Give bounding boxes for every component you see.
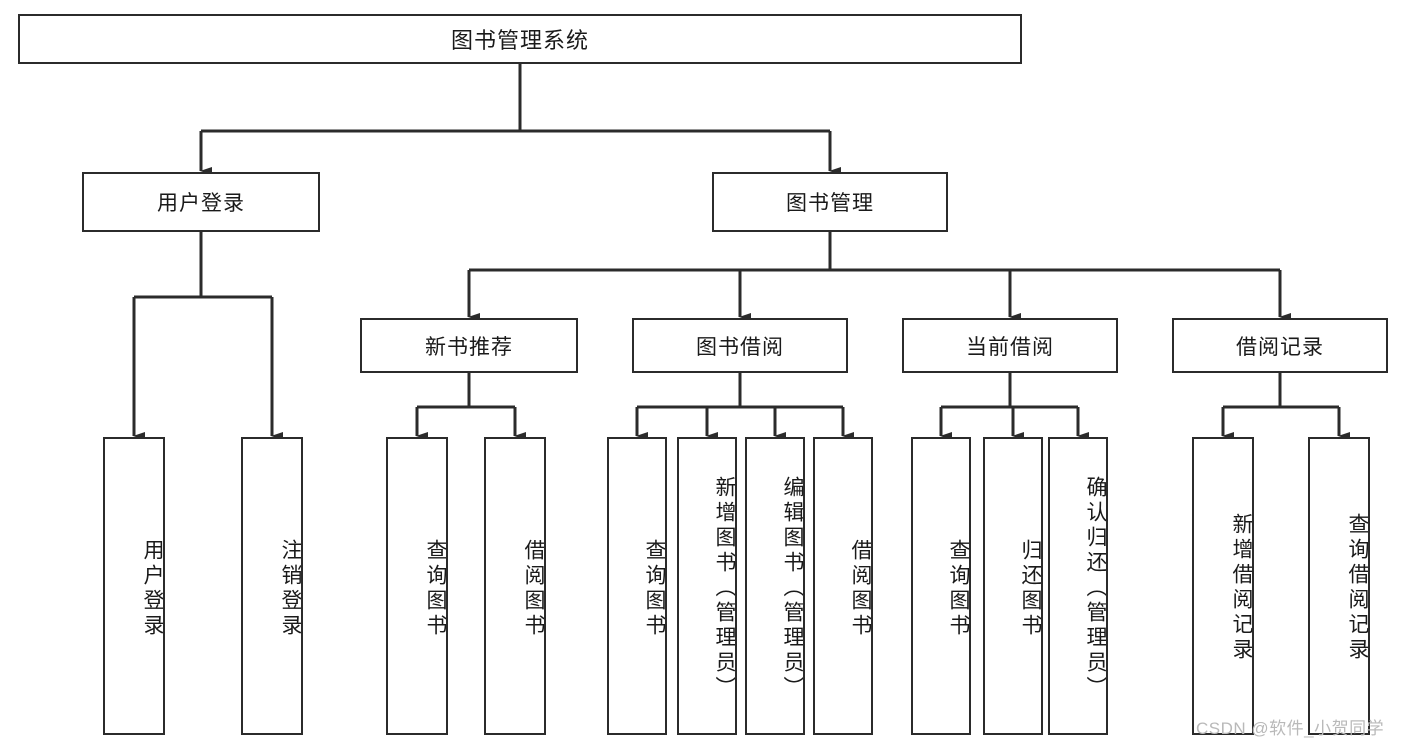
- node-leaf-cu-con: 确认归还（管理员）: [1048, 437, 1108, 735]
- node-newbook: 新书推荐: [360, 318, 578, 373]
- node-leaf-bo-add: 新增图书（管理员）: [677, 437, 737, 735]
- node-borrow: 图书借阅: [632, 318, 848, 373]
- node-bookmgmt: 图书管理: [712, 172, 948, 232]
- node-leaf-cu-ret: 归还图书: [983, 437, 1043, 735]
- node-leaf-re-q: 查询借阅记录: [1308, 437, 1370, 735]
- node-leaf-bo-bor: 借阅图书: [813, 437, 873, 735]
- node-login: 用户登录: [82, 172, 320, 232]
- node-leaf-re-add: 新增借阅记录: [1192, 437, 1254, 735]
- csdn-watermark: CSDN @软件_小贺同学: [1196, 719, 1385, 738]
- node-root: 图书管理系统: [18, 14, 1022, 64]
- node-leaf-bo-q: 查询图书: [607, 437, 667, 735]
- node-current: 当前借阅: [902, 318, 1118, 373]
- node-leaf-logout: 注销登录: [241, 437, 303, 735]
- node-leaf-nb-b: 借阅图书: [484, 437, 546, 735]
- node-records: 借阅记录: [1172, 318, 1388, 373]
- node-leaf-login: 用户登录: [103, 437, 165, 735]
- node-leaf-bo-ed: 编辑图书（管理员）: [745, 437, 805, 735]
- node-leaf-cu-q: 查询图书: [911, 437, 971, 735]
- node-leaf-nb-q: 查询图书: [386, 437, 448, 735]
